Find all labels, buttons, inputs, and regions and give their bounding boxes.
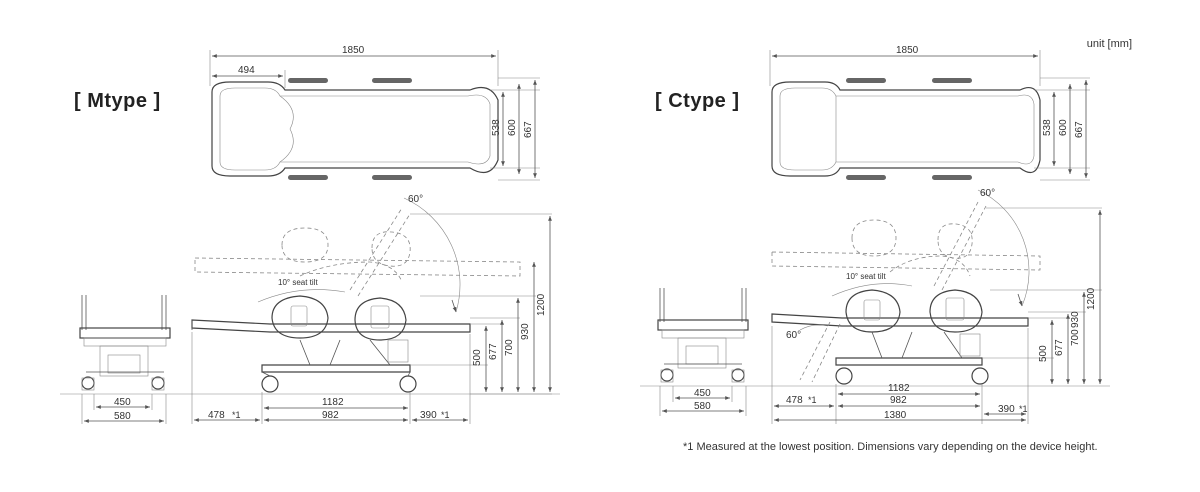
c-top-w1: 538 xyxy=(1042,119,1053,136)
m-h2: 677 xyxy=(488,343,499,360)
c-type-front-view: 450 580 xyxy=(640,288,1110,416)
c-top-w3: 667 xyxy=(1074,121,1085,138)
m-top-w1: 538 xyxy=(491,119,502,136)
m-front-w1: 450 xyxy=(114,397,131,408)
c-front-w2: 580 xyxy=(694,401,711,412)
m-side-total: 1182 xyxy=(322,397,344,408)
m-angle: 60° xyxy=(408,194,423,205)
c-h3: 700 xyxy=(1070,329,1081,346)
c-angle-leg: 60° xyxy=(786,330,801,341)
m-type-top-view: 1850 494 538 600 667 xyxy=(209,45,540,181)
c-type-side-view: 60° 10° seat tilt 60° 500 677 700 93 xyxy=(771,188,1102,424)
c-h4: 930 xyxy=(1070,311,1081,328)
c-side-right-note: *1 xyxy=(1019,404,1028,414)
c-type-top-view: 1850 538 600 667 xyxy=(769,45,1090,181)
m-side-right-note: *1 xyxy=(441,410,450,420)
c-side-bottom: 1380 xyxy=(884,410,907,421)
unit-label: unit [mm] xyxy=(1086,38,1132,50)
m-top-section: 494 xyxy=(238,65,255,76)
c-side-total: 1182 xyxy=(888,383,910,394)
c-h1: 500 xyxy=(1038,345,1049,362)
c-top-length: 1850 xyxy=(896,45,919,56)
m-seat-tilt: 10° seat tilt xyxy=(278,278,318,287)
c-angle-top: 60° xyxy=(980,188,995,199)
m-side-left: 478 xyxy=(208,410,225,421)
m-h4: 930 xyxy=(520,323,531,340)
c-side-right: 390 xyxy=(998,404,1015,415)
c-side-left-note: *1 xyxy=(808,395,817,405)
m-h5: 1200 xyxy=(536,293,547,316)
c-front-w1: 450 xyxy=(694,388,711,399)
m-side-mid: 982 xyxy=(322,410,339,421)
m-front-w2: 580 xyxy=(114,411,131,422)
m-type-front-view: 450 580 xyxy=(60,295,560,424)
m-h1: 500 xyxy=(472,349,483,366)
c-top-w2: 600 xyxy=(1058,119,1069,136)
c-seat-tilt: 10° seat tilt xyxy=(846,272,886,281)
m-top-length: 1850 xyxy=(342,45,365,56)
c-h2: 677 xyxy=(1054,339,1065,356)
c-side-left: 478 xyxy=(786,395,803,406)
c-type-title: [ Ctype ] xyxy=(655,90,740,112)
m-top-w3: 667 xyxy=(523,121,534,138)
c-side-mid: 982 xyxy=(890,395,907,406)
c-h5: 1200 xyxy=(1086,287,1097,310)
m-type-title: [ Mtype ] xyxy=(74,90,161,112)
m-h3: 700 xyxy=(504,339,515,356)
m-side-left-note: *1 xyxy=(232,410,241,420)
m-top-w2: 600 xyxy=(507,119,518,136)
footnote: *1 Measured at the lowest position. Dime… xyxy=(683,441,1098,453)
m-type-side-view: 60° 10° seat tilt 500 677 700 xyxy=(191,194,552,424)
m-side-right: 390 xyxy=(420,410,437,421)
